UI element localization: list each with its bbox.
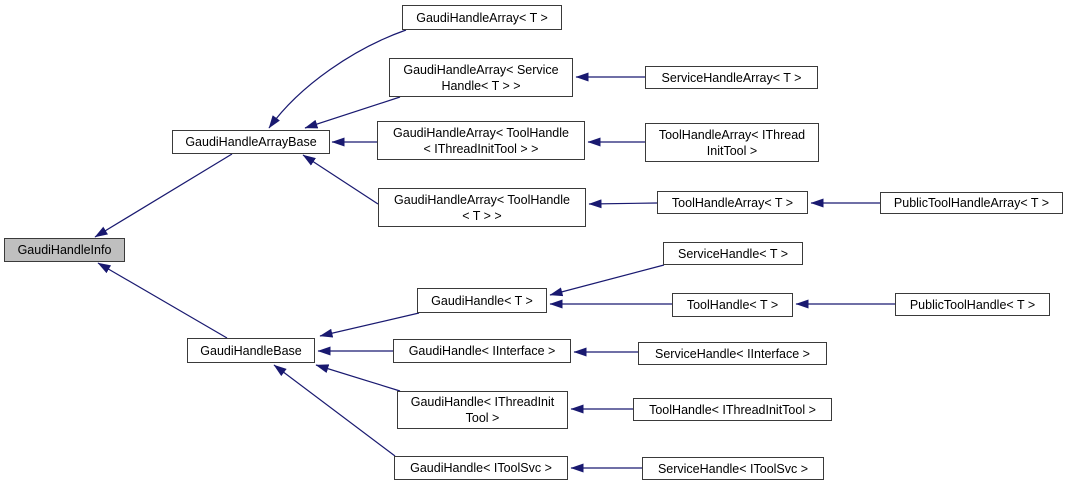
class-label: GaudiHandleArrayBase [185,135,317,149]
class-label: ServiceHandle< IInterface > [655,346,810,361]
class-label: Handle< T > > [441,78,521,93]
class-node-gaudihandlearray-t[interactable]: GaudiHandleArray< T > [402,5,562,30]
class-node-toolhandlearray-ithreadinittool[interactable]: ToolHandleArray< IThread InitTool > [645,123,819,162]
class-label: GaudiHandleBase [200,343,302,358]
edge-gaudihandlearray-servicehandle-to-gaudihandlearraybase [304,96,401,129]
class-node-gaudihandle-itoolsvc[interactable]: GaudiHandle< IToolSvc > [394,456,568,480]
edge-gaudihandle-itoolsvc-to-gaudihandlebase [273,364,396,457]
class-node-publictoolhandle-t[interactable]: PublicToolHandle< T > [895,293,1050,316]
class-label: GaudiHandleArray< T > [416,10,548,25]
class-label: PublicToolHandleArray< T > [893,196,1050,210]
class-node-gaudihandlearraybase[interactable]: GaudiHandleArrayBase [172,130,330,154]
class-label: GaudiHandleArray< Service [403,62,559,77]
class-label: ServiceHandleArray< T > [661,70,802,85]
edge-gaudihandlearray-toolhandle-t-to-gaudihandlearraybase [302,154,379,205]
class-label: ToolHandle< T > [686,298,779,312]
class-node-gaudihandlearray-toolhandle-t[interactable]: GaudiHandleArray< ToolHandle < T > > [378,188,586,227]
class-node-gaudihandleinfo: GaudiHandleInfo [4,238,125,262]
class-label: ServiceHandle< T > [677,246,789,261]
class-node-servicehandlearray-t[interactable]: ServiceHandleArray< T > [645,66,818,89]
class-node-gaudihandle-iinterface[interactable]: GaudiHandle< IInterface > [393,339,571,363]
class-label: GaudiHandleInfo [17,243,112,257]
class-node-gaudihandlebase[interactable]: GaudiHandleBase [187,338,315,363]
edge-gaudihandle-ithreadinittool-to-gaudihandlebase [315,364,401,392]
class-node-servicehandle-iinterface[interactable]: ServiceHandle< IInterface > [638,342,827,365]
class-label: GaudiHandleArray< ToolHandle [394,192,570,207]
class-label: Tool > [465,411,500,425]
class-node-toolhandle-ithreadinittool[interactable]: ToolHandle< IThreadInitTool > [633,398,832,421]
class-label: ToolHandle< IThreadInitTool > [649,402,816,417]
class-node-gaudihandlearray-servicehandle-t[interactable]: GaudiHandleArray< Service Handle< T > > [389,58,573,97]
class-label: ServiceHandle< IToolSvc > [657,461,809,476]
class-label: GaudiHandle< IInterface > [408,344,556,358]
edge-gaudihandle-t-to-gaudihandlebase [319,312,420,338]
class-label: GaudiHandle< T > [431,293,533,308]
class-node-toolhandlearray-t[interactable]: ToolHandleArray< T > [657,191,808,214]
class-node-toolhandle-t[interactable]: ToolHandle< T > [672,293,793,317]
class-label: ToolHandleArray< T > [671,195,794,210]
edge-gaudihandlearraybase-to-gaudihandleinfo [94,153,233,238]
class-label: InitTool > [706,143,758,158]
class-node-servicehandle-t[interactable]: ServiceHandle< T > [663,242,803,265]
class-node-publictoolhandlearray-t[interactable]: PublicToolHandleArray< T > [880,192,1063,214]
class-node-gaudihandle-t[interactable]: GaudiHandle< T > [417,288,547,313]
class-label: ToolHandleArray< IThread [658,127,806,142]
class-node-gaudihandlearray-toolhandle-ithreadinittool[interactable]: GaudiHandleArray< ToolHandle < IThreadIn… [377,121,585,160]
edge-toolhandlearray-t-to-gaudihandlearray-toolhandle-t [588,199,658,209]
class-label: < T > > [462,208,502,223]
class-label: PublicToolHandle< T > [909,297,1036,312]
class-node-gaudihandle-ithreadinittool[interactable]: GaudiHandle< IThreadInit Tool > [397,391,568,429]
edge-gaudihandlebase-to-gaudihandleinfo [97,262,228,339]
edge-servicehandle-t-to-gaudihandle-t [549,264,665,297]
class-label: < IThreadInitTool > > [423,141,539,156]
class-node-servicehandle-itoolsvc[interactable]: ServiceHandle< IToolSvc > [642,457,824,480]
edge-gaudihandlearray-t-to-gaudihandlearraybase [268,29,407,129]
class-label: GaudiHandleArray< ToolHandle [393,125,569,140]
class-label: GaudiHandle< IToolSvc > [410,461,552,475]
class-label: GaudiHandle< IThreadInit [410,395,555,409]
